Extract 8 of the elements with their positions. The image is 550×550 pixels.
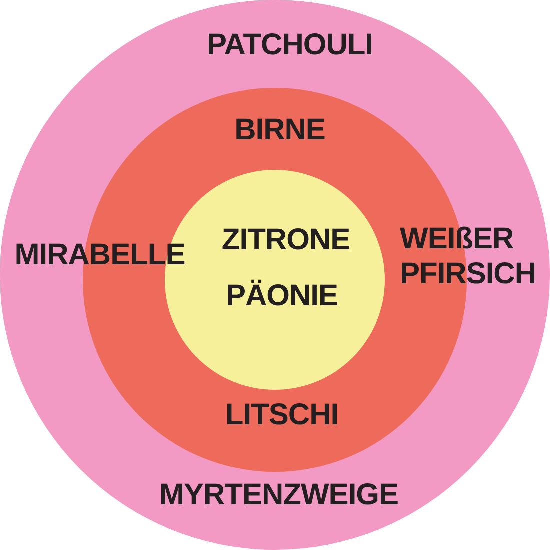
note-label: BIRNE xyxy=(234,112,326,148)
note-label: MIRABELLE xyxy=(14,237,186,273)
note-label: WEIßER PFIRSICH xyxy=(400,222,536,292)
note-label: PÄONIE xyxy=(226,278,338,314)
note-label: MYRTENZWEIGE xyxy=(160,477,398,513)
note-label: PATCHOULI xyxy=(206,27,374,63)
note-label: ZITRONE xyxy=(222,222,350,258)
note-label: LITSCHI xyxy=(225,397,339,433)
